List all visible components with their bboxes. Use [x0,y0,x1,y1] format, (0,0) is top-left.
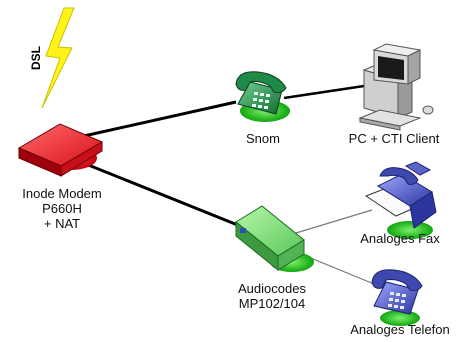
modem-device-icon [17,123,104,177]
fax-label: Analoges Fax [360,231,440,246]
audiocodes-label: Audiocodes MP102/104 [222,281,322,311]
audiocodes-label-line1: Audiocodes [238,281,306,296]
audiocodes-label-line2: MP102/104 [238,296,306,311]
snom-phone-icon [235,71,290,122]
pc-label: PC + CTI Client [348,131,440,146]
link-snom-pc [283,84,365,100]
connection-lines [65,84,375,285]
pc-computer-icon [358,43,434,131]
dsl-label: DSL [29,46,43,70]
dsl-lightning-icon [41,7,75,109]
telefon-label: Analoges Telefon [350,322,450,337]
analog-phone-icon [371,269,423,326]
fax-machine-icon [364,161,437,239]
snom-label: Snom [246,131,280,146]
modem-label-line3: + NAT [43,216,81,231]
modem-label-line2: P660H [42,201,82,216]
fax-status-green-icon [387,221,433,239]
modem-label: Inode Modem P660H + NAT [12,186,112,231]
link-modem-snom [65,100,237,142]
modem-label-line1: Inode Modem [22,186,102,201]
audiocodes-gateway-icon [235,205,314,272]
link-audiocodes-fax [295,209,373,234]
link-modem-audiocodes [65,154,251,232]
